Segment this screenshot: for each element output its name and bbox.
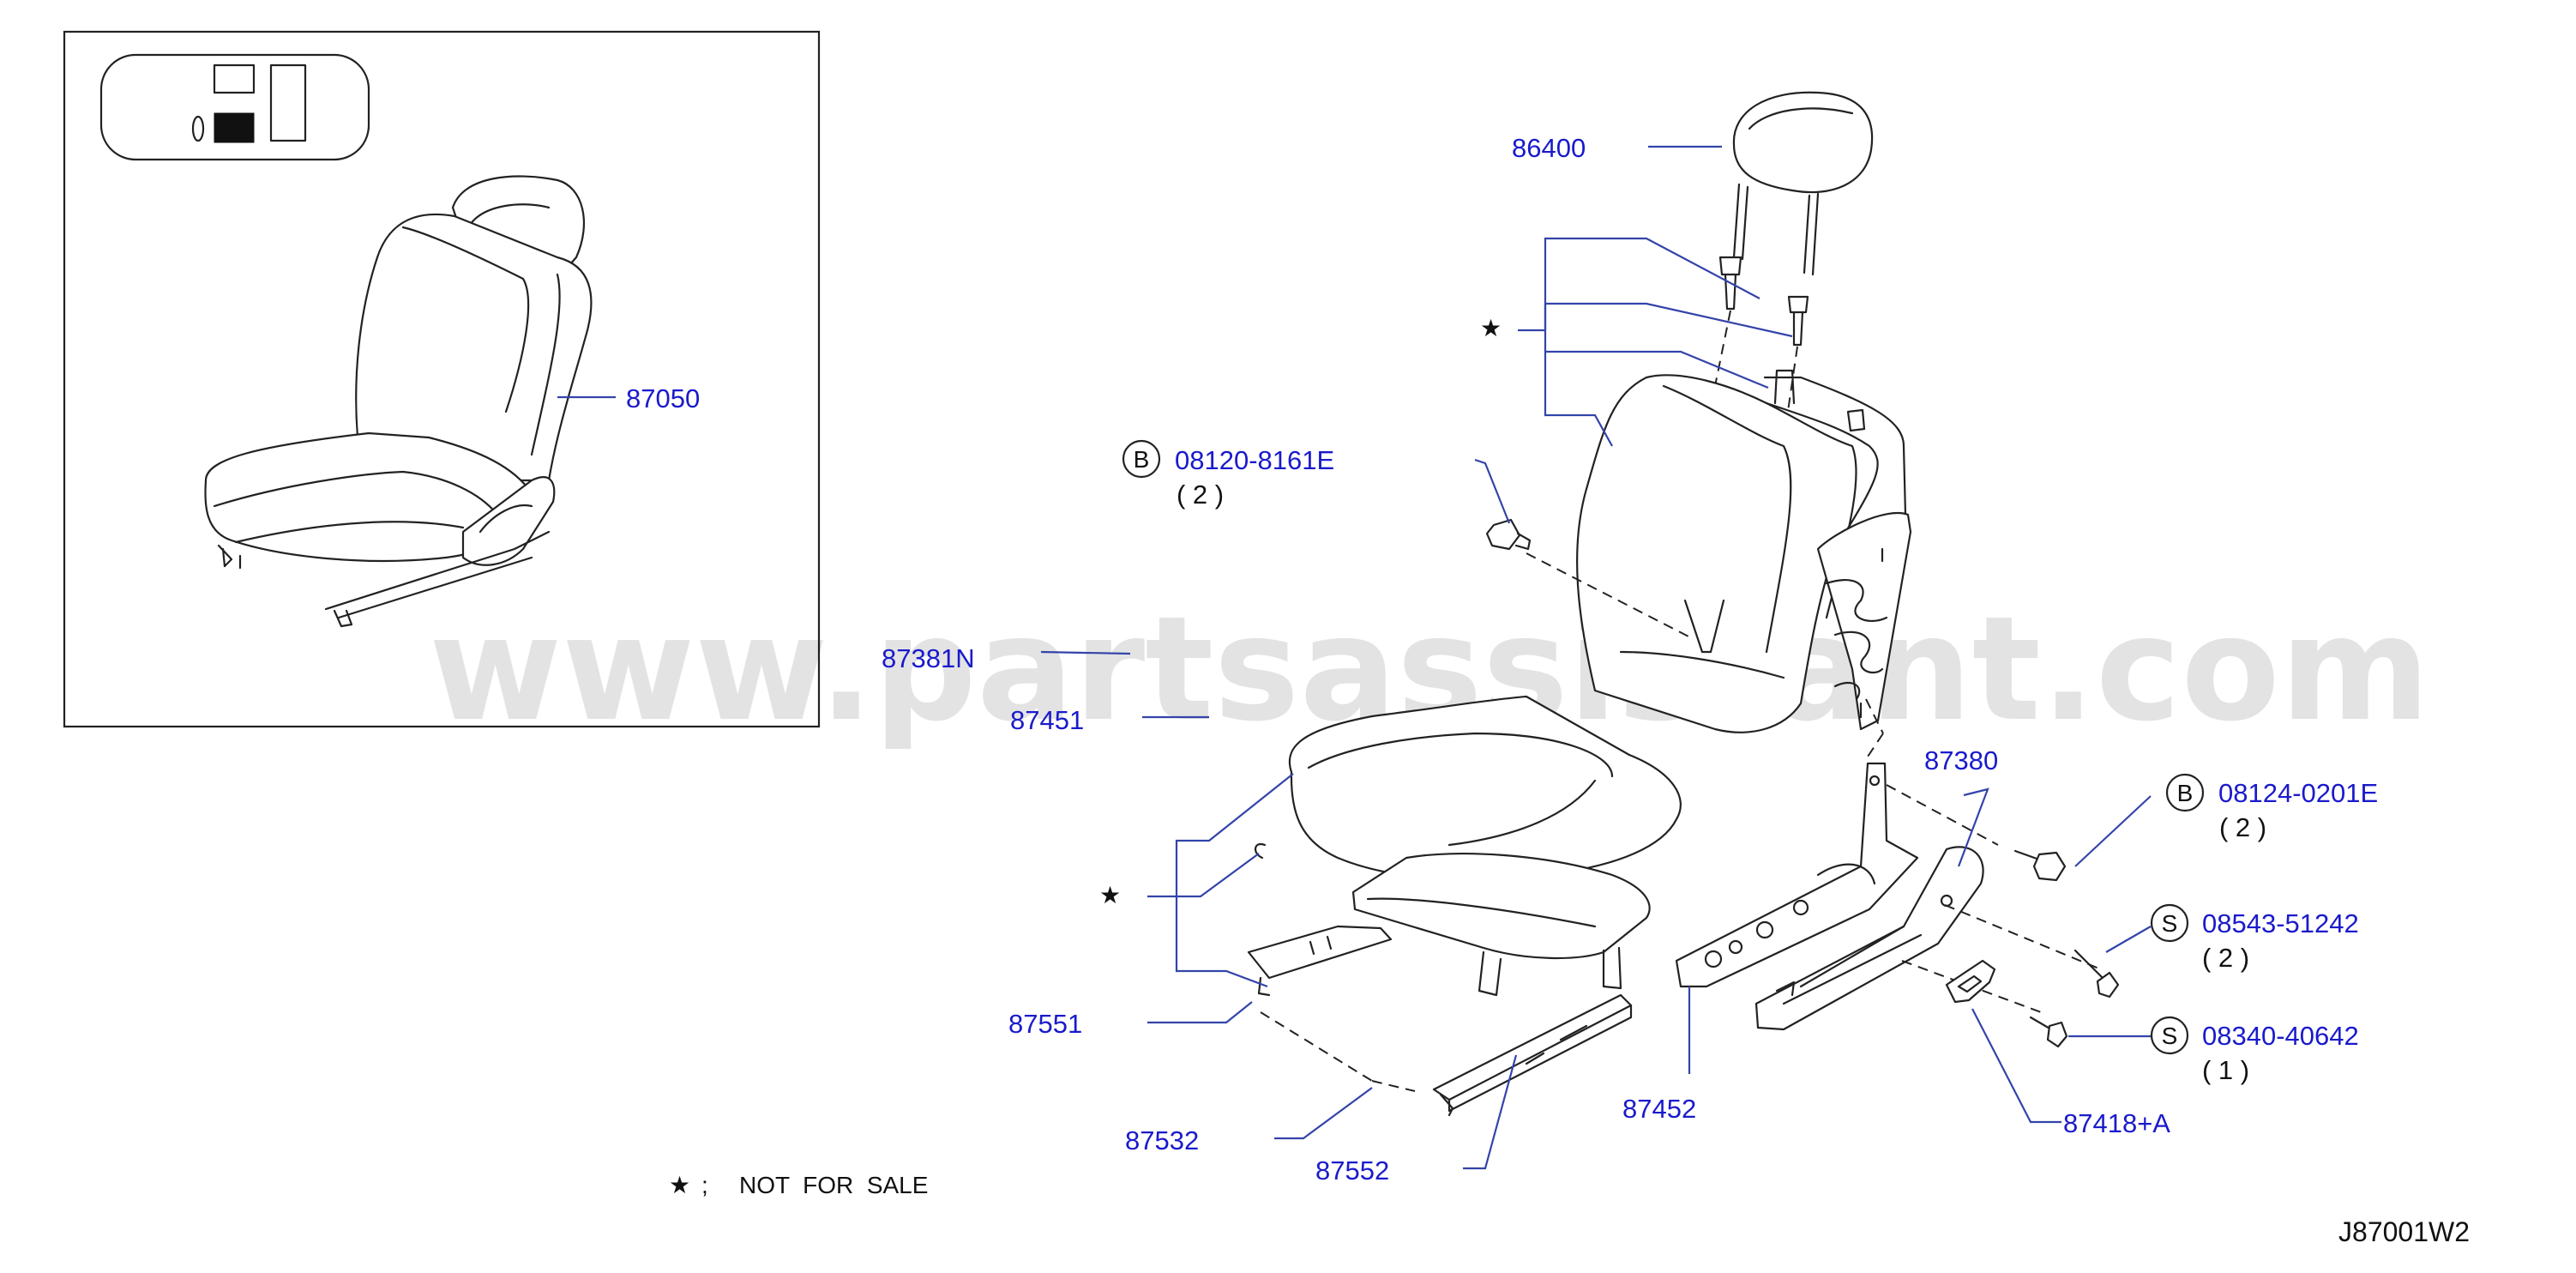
part-label-87452[interactable]: 87452 — [1622, 1094, 1696, 1124]
legend-not-for-sale: ★ ; NOT FOR SALE — [669, 1172, 928, 1198]
vehicle-locator-icon — [99, 53, 370, 161]
bolt-icon — [1485, 518, 1532, 551]
screw-icon — [2073, 949, 2120, 998]
fastener-callout-08120-8161E[interactable]: B 08120-8161E ( 2 ) — [1122, 439, 1334, 510]
fastener-callout-08543-51242[interactable]: S 08543-51242 ( 2 ) — [2150, 903, 2359, 973]
seat-slide-rail-drawing — [1432, 993, 1633, 1117]
headrest-guide-icon — [1718, 256, 1809, 347]
fastener-quantity: ( 2 ) — [2202, 943, 2249, 973]
part-label-87532[interactable]: 87532 — [1125, 1125, 1199, 1155]
part-label-87381N[interactable]: 87381N — [882, 643, 975, 673]
badge-letter: B — [1134, 446, 1150, 473]
fastener-quantity: ( 2 ) — [1177, 480, 1224, 510]
fastener-callout-08340-40642[interactable]: S 08340-40642 ( 1 ) — [2150, 1016, 2359, 1085]
part-label-86400[interactable]: 86400 — [1512, 133, 1586, 163]
part-label-87050[interactable]: 87050 — [626, 383, 700, 413]
inset-panel — [63, 30, 821, 728]
recliner-assembly-drawing — [1675, 762, 1984, 1031]
legend-text: NOT FOR SALE — [739, 1172, 928, 1198]
fastener-quantity: ( 2 ) — [2219, 812, 2266, 842]
seat-assembly-drawing — [204, 175, 593, 628]
seat-back-drawing — [1576, 369, 1912, 733]
seat-cushion-drawing — [1247, 695, 1682, 997]
part-label-87380[interactable]: 87380 — [1924, 745, 1998, 775]
part-label-87552[interactable]: 87552 — [1315, 1155, 1389, 1186]
recliner-lever-icon — [1945, 959, 1996, 1004]
fastener-quantity: ( 1 ) — [2202, 1055, 2249, 1085]
not-for-sale-star-icon: ★ — [1480, 315, 1502, 341]
fastener-callout-08124-0201E[interactable]: B 08124-0201E ( 2 ) — [2165, 773, 2378, 842]
fastener-number: 08124-0201E — [2218, 778, 2378, 808]
bolt-icon — [2013, 849, 2067, 882]
diagram-code: J87001W2 — [2338, 1216, 2470, 1247]
fastener-number: 08543-51242 — [2202, 908, 2359, 938]
headrest-drawing — [1732, 91, 1874, 276]
badge-letter: S — [2162, 910, 2178, 937]
legend-star-icon: ★ — [669, 1172, 690, 1198]
fastener-number: 08340-40642 — [2202, 1021, 2359, 1051]
part-label-87551[interactable]: 87551 — [1008, 1009, 1082, 1039]
clip-icon — [1255, 842, 1267, 860]
not-for-sale-star-icon: ★ — [1099, 882, 1121, 908]
leader-lines — [557, 145, 2152, 1170]
legend-separator: ; — [701, 1172, 708, 1198]
part-label-87418A[interactable]: 87418+A — [2063, 1108, 2170, 1138]
badge-letter: B — [2177, 780, 2194, 806]
screw-icon — [2029, 1016, 2068, 1048]
fastener-number: 08120-8161E — [1175, 445, 1334, 475]
part-label-87451[interactable]: 87451 — [1010, 705, 1084, 735]
badge-letter: S — [2162, 1023, 2178, 1049]
